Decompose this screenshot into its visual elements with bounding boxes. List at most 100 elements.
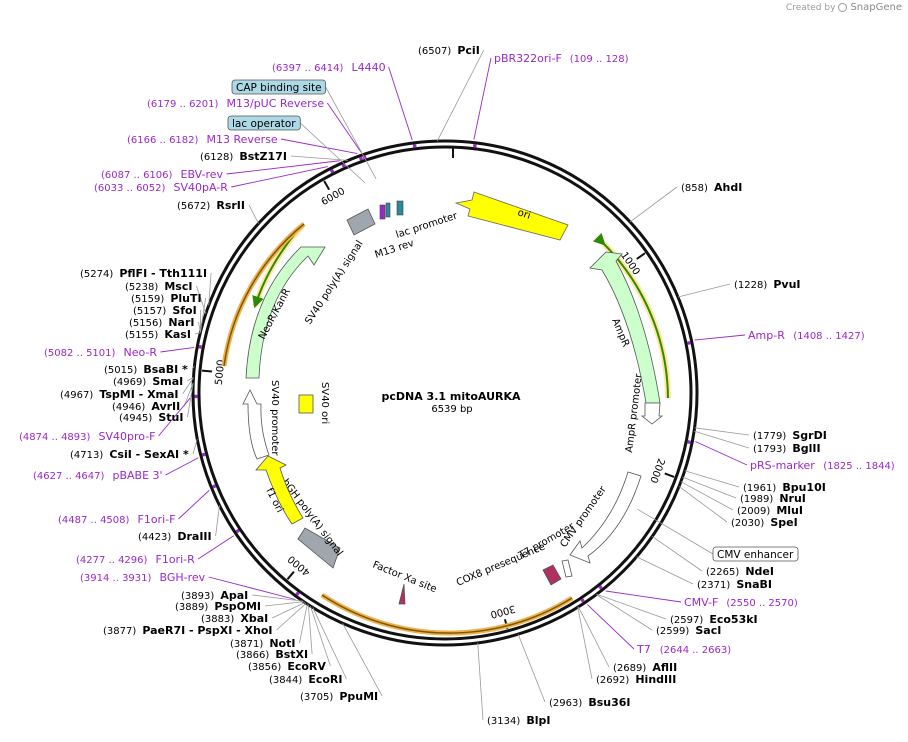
- enzyme-site: (2030)SpeI: [731, 516, 798, 529]
- enzyme-leader: [518, 634, 545, 702]
- enzyme-site: (3871)NotI: [230, 637, 295, 650]
- enzyme-coord: (3883): [201, 614, 234, 625]
- enzyme-coord: (5672): [177, 201, 210, 212]
- primer-range: (2550 .. 2570): [726, 598, 798, 609]
- lac-promoter-label: lac promoter: [395, 210, 460, 241]
- enzyme-site: (3844)EcoRI: [269, 673, 343, 686]
- enzyme-site: (2265)NdeI: [706, 565, 774, 578]
- enzyme-coord: (3893): [181, 591, 214, 602]
- sv40-polya-arrow: [347, 209, 375, 235]
- primer-name: Amp-R: [748, 329, 785, 342]
- boxed-label-text: lac operator: [232, 118, 296, 130]
- enzyme-name: BstZ17I: [239, 150, 287, 163]
- primer-mark: [581, 600, 584, 602]
- scale-tick-label: 4000: [286, 553, 313, 578]
- primer-range: (1408 .. 1427): [793, 331, 865, 342]
- primer-leader: [178, 490, 209, 519]
- enzyme-site: (5156)NarI: [129, 316, 195, 329]
- primer-leader: [281, 139, 357, 154]
- boxed-label-text: CAP binding site: [236, 82, 322, 94]
- enzyme-name: PvuI: [773, 278, 800, 291]
- enzyme-name: HindIII: [635, 673, 676, 686]
- cox8-presequence-arrow: [543, 565, 561, 585]
- enzyme-site: (5274) PflFI - Tth111I: [80, 267, 207, 280]
- enzyme-name: EcoRI: [308, 673, 342, 686]
- ori-feature-arrow: [456, 192, 568, 240]
- primer-range: (4627 .. 4647): [33, 471, 105, 482]
- primer-range: (6179 .. 6201): [147, 99, 219, 110]
- scale-tick-label: 6000: [320, 186, 348, 208]
- enzyme-coord: (4713): [70, 450, 103, 461]
- primer-name: SV40pA-R: [174, 181, 229, 194]
- enzyme-name: PaeR7I - PspXI - XhoI: [142, 624, 272, 637]
- enzyme-site: (858)AhdI: [681, 181, 742, 194]
- enzyme-coord: (4946): [112, 402, 145, 413]
- enzyme-coord: (3877): [103, 626, 136, 637]
- enzyme-leader: [637, 557, 693, 584]
- enzyme-coord: (6128): [200, 152, 233, 163]
- primer-range: (1825 .. 1844): [823, 461, 895, 472]
- enzyme-coord: (5015): [104, 365, 137, 376]
- enzyme-coord: (4423): [138, 532, 171, 543]
- enzyme-name: ApaI: [220, 589, 248, 602]
- enzyme-name: SacI: [695, 624, 721, 637]
- boxed-feature-label: CAP binding site: [232, 80, 326, 94]
- enzyme-site: (1793) BglII: [753, 442, 821, 455]
- primer-range: (6087 .. 6106): [101, 170, 173, 181]
- enzyme-name: NarI: [168, 316, 194, 329]
- primer-leader: [587, 605, 634, 649]
- enzyme-leader: [681, 482, 733, 510]
- enzyme-coord: (1961): [743, 483, 776, 494]
- enzyme-name: AvrII: [151, 400, 180, 413]
- primer-site: (6397 .. 6414)L4440: [272, 61, 386, 74]
- enzyme-leader: [249, 205, 259, 224]
- boxed-feature-label: CMV enhancer: [713, 547, 798, 561]
- primer-mark: [214, 485, 215, 488]
- enzyme-leader: [216, 505, 220, 536]
- enzyme-site: (6507)PciI: [418, 44, 480, 57]
- ampr-feature-arrow: [590, 252, 660, 403]
- enzyme-leader: [299, 604, 307, 643]
- enzyme-site: (1779)SgrDI: [753, 429, 827, 442]
- enzyme-coord: (5274): [80, 269, 113, 280]
- primer-site: (6166 .. 6182)M13 Reverse: [127, 133, 278, 146]
- scale-tick: [287, 572, 293, 580]
- enzyme-coord: (4967): [60, 390, 93, 401]
- primer-site: pBR322ori-F(109 .. 128): [494, 52, 629, 65]
- enzyme-name: RsrII: [216, 199, 245, 212]
- sv40-promoter-label: SV40 promoter: [269, 380, 280, 456]
- lac-operator-block: [380, 205, 385, 219]
- enzyme-leader: [685, 471, 739, 487]
- primer-site: (4874 .. 4893)SV40pro-F: [19, 430, 156, 443]
- primer-leader: [474, 58, 491, 140]
- enzyme-site: (2599)SacI: [656, 624, 721, 637]
- enzyme-name: PluTI: [170, 292, 201, 305]
- enzyme-name: BglII: [792, 442, 820, 455]
- enzyme-coord: (3856): [248, 662, 281, 673]
- scale-tick-label: 3000: [489, 602, 516, 619]
- primer-site: Amp-R (1408 .. 1427): [748, 329, 865, 342]
- enzyme-coord: (2030): [731, 518, 764, 529]
- primer-range: (6033 .. 6052): [94, 183, 166, 194]
- enzyme-name: CsiI - SexAI *: [109, 448, 189, 461]
- primer-mark: [331, 170, 334, 172]
- enzyme-coord: (1793): [753, 444, 786, 455]
- enzyme-name: PflFI - Tth111I: [119, 267, 207, 280]
- enzyme-name: NdeI: [745, 565, 774, 578]
- credit-prefix: Created by: [786, 3, 836, 13]
- primer-name: pBR322ori-F: [494, 52, 562, 65]
- enzyme-coord: (1989): [740, 494, 773, 505]
- primer-range: (5082 .. 5101): [44, 348, 116, 359]
- enzyme-name: NotI: [269, 637, 295, 650]
- primer-site: CMV-F(2550 .. 2570): [684, 596, 798, 609]
- primer-site: (4627 .. 4647)pBABE 3': [33, 469, 163, 482]
- enzyme-site: (3705)PpuMI: [300, 690, 378, 703]
- scale-tick: [324, 181, 329, 190]
- enzyme-leader: [678, 284, 730, 297]
- primer-name: M13/pUC Reverse: [227, 97, 325, 110]
- primer-mark: [689, 341, 690, 344]
- enzyme-site: (5238)MscI: [125, 280, 192, 293]
- enzyme-site: (6128) BstZ17I: [200, 150, 287, 163]
- enzyme-site: (3134)BlpI: [487, 714, 550, 727]
